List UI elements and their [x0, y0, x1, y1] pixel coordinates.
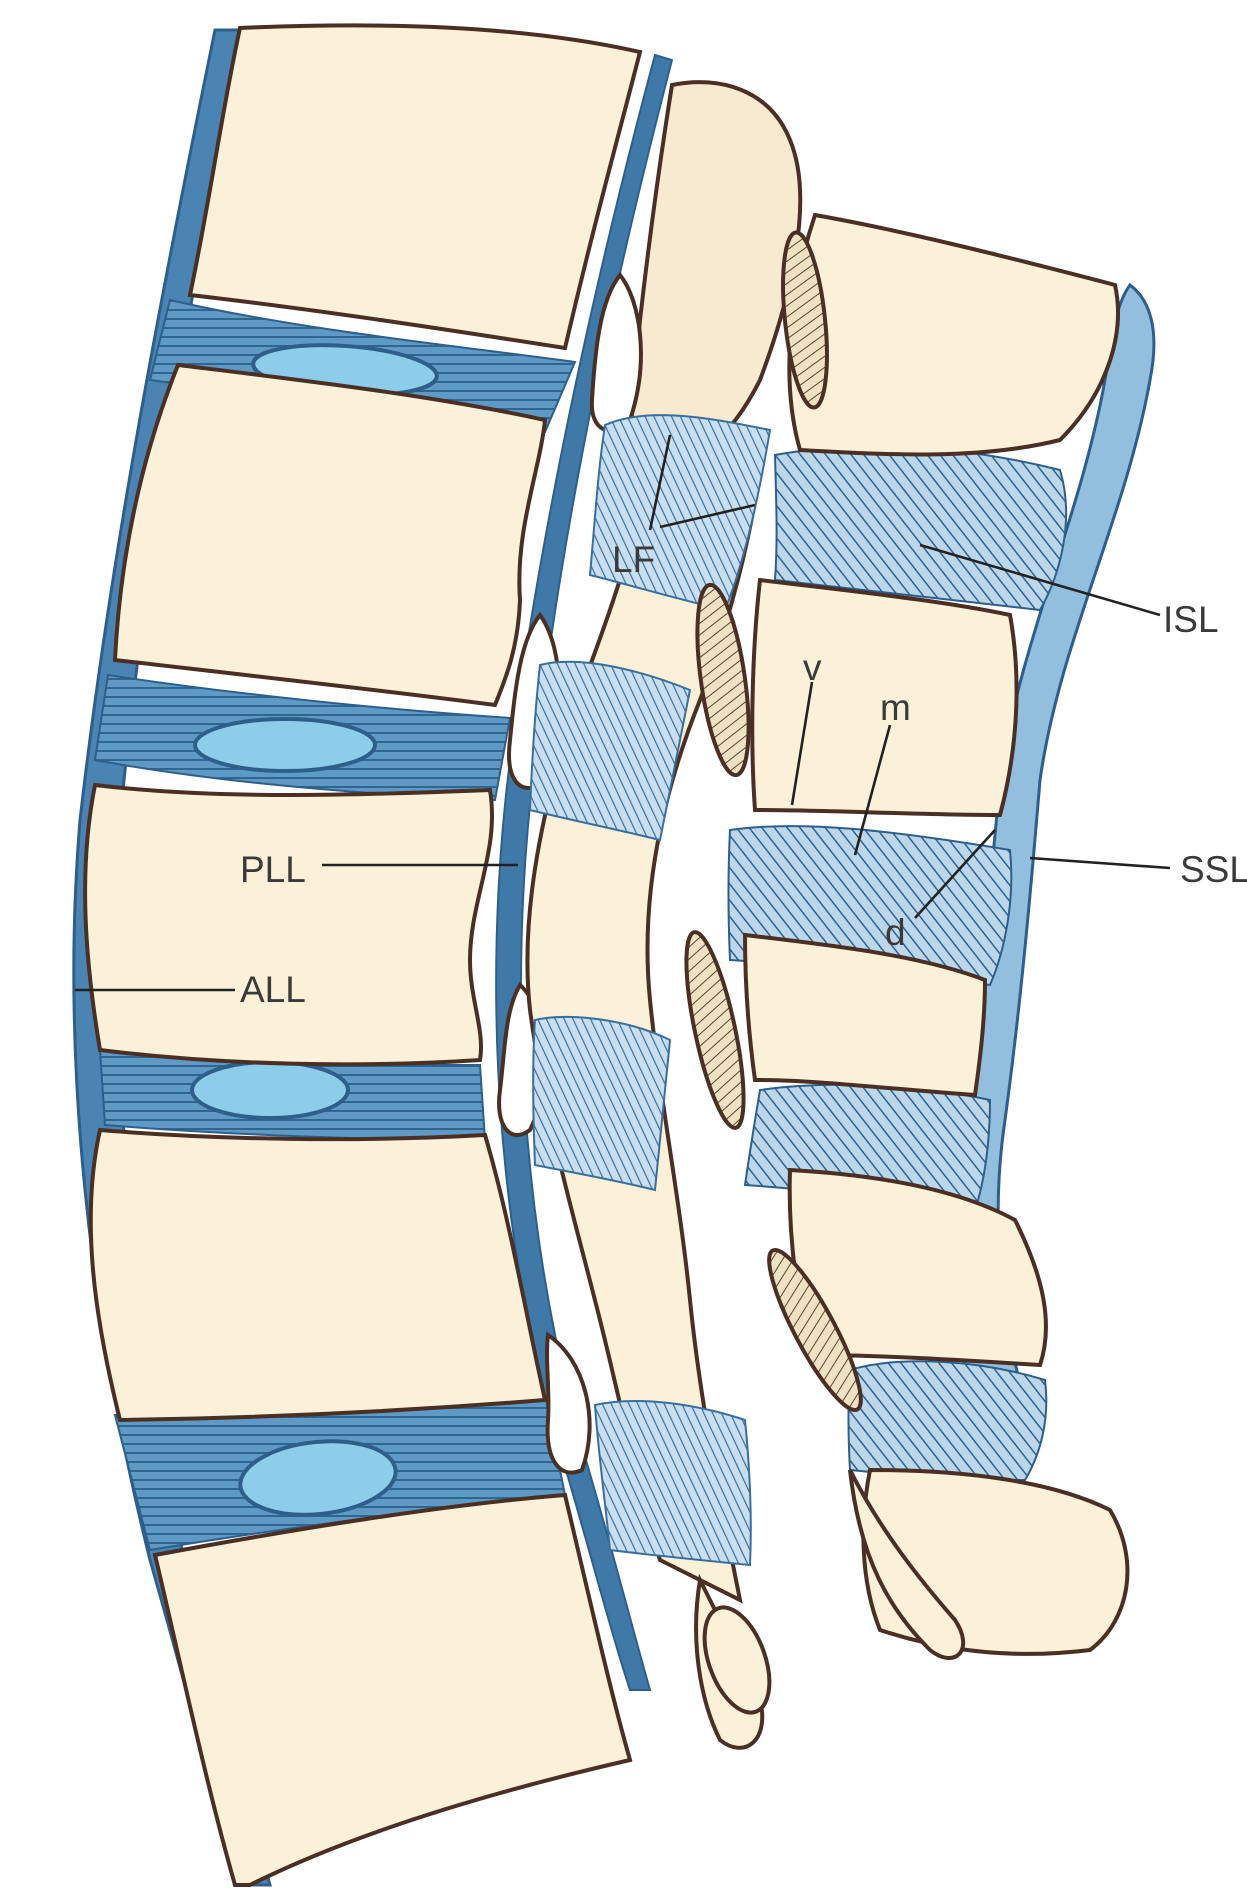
label-all: ALL: [240, 969, 306, 1010]
label-pll: PLL: [240, 849, 306, 890]
vertebral-body-3: [85, 785, 492, 1064]
label-ssl: SSL: [1180, 849, 1247, 890]
ligamentum-flavum-3: [533, 1017, 670, 1190]
label-d: d: [885, 912, 906, 953]
label-isl: ISL: [1163, 599, 1219, 640]
vertebral-body-5: [155, 1495, 630, 1885]
vertebral-body-1: [190, 25, 640, 348]
vertebral-body-2: [115, 365, 545, 705]
ligamentum-flavum-1: [590, 415, 770, 610]
ligamentum-flavum-4: [595, 1401, 751, 1565]
vertebral-body-4: [91, 1130, 545, 1420]
interspinous-ligament-4: [849, 1361, 1047, 1480]
label-v: v: [803, 647, 822, 688]
ligamentum-flavum-2: [530, 662, 690, 840]
label-m: m: [880, 687, 911, 728]
label-lf: LF: [612, 539, 655, 580]
leader-ssl: [1030, 858, 1170, 868]
spinous-process-1: [789, 215, 1118, 454]
foramen-4: [547, 1335, 590, 1473]
